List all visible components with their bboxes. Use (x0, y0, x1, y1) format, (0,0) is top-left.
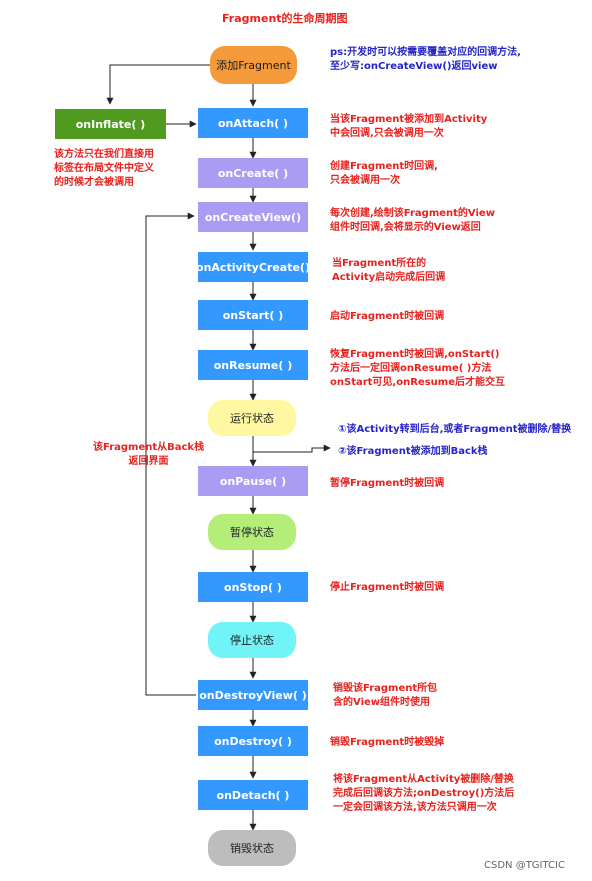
note-oncreate: 创建Fragment时回调, 只会被调用一次 (330, 160, 438, 188)
note-oncreateview: 每次创建,绘制该Fragment的View 组件时回调,会将显示的View返回 (330, 207, 495, 235)
onactivitycreate-node: onActivityCreate() (196, 252, 310, 282)
note-oninflate-line: 标签在布局文件中定义 (54, 163, 154, 174)
paused-state-node: 暂停状态 (208, 514, 296, 550)
note-onattach-line: 中会回调,只会被调用一次 (330, 128, 444, 139)
onpause-node: onPause( ) (198, 466, 308, 496)
arrow-backstack-loop (145, 212, 196, 696)
note-backstack-return: 该Fragment从Back栈 返回界面 (93, 441, 204, 469)
diagram-title: Fragment的生命周期图 (222, 12, 348, 25)
note-oncreateview-line: 组件时回调,会将显示的View返回 (330, 222, 481, 233)
note-pause-reason-line: ①该Activity转到后台,或者Fragment被删除/替换 (338, 424, 572, 435)
ondestroy-node: onDestroy( ) (198, 726, 308, 756)
note-oncreateview-line: 每次创建,绘制该Fragment的View (330, 208, 495, 219)
note-ondetach: 将该Fragment从Activity被删除/替换 完成后回调该方法;onDes… (333, 773, 514, 815)
note-onattach-line: 当该Fragment被添加到Activity (330, 114, 488, 125)
note-onpause: 暂停Fragment时被回调 (330, 477, 444, 491)
oninflate-node: onInflate( ) (55, 109, 166, 139)
note-onstop: 停止Fragment时被回调 (330, 581, 444, 595)
ondetach-node: onDetach( ) (198, 780, 308, 810)
oncreateview-node: onCreateView() (198, 202, 308, 232)
note-add: ps:开发时可以按需要覆盖对应的回调方法, 至少写:onCreateView()… (330, 46, 521, 74)
note-ondestroyview: 销毁该Fragment所包 含的View组件时使用 (333, 682, 437, 710)
running-state-node: 运行状态 (208, 400, 296, 436)
note-oninflate-line: 的时候才会被调用 (54, 177, 134, 188)
note-onresume-line: 恢复Fragment时被回调,onStart() (330, 349, 500, 360)
note-add-line: 至少写:onCreateView()返回view (330, 61, 498, 72)
destroyed-state-node: 销毁状态 (208, 830, 296, 866)
note-ondestroyview-line: 销毁该Fragment所包 (333, 683, 438, 694)
note-onstop-line: 停止Fragment时被回调 (330, 582, 445, 593)
note-ondestroyview-line: 含的View组件时使用 (333, 697, 431, 708)
note-ondestroy: 销毁Fragment时被毁掉 (330, 736, 444, 750)
note-onstart: 启动Fragment时被回调 (330, 310, 444, 324)
arrow-pause-branch (253, 444, 331, 453)
note-onactivitycreate-line: Activity启动完成后回调 (332, 272, 446, 283)
note-onresume-line: 方法后一定回调onResume( )方法 (330, 363, 492, 374)
note-ondetach-line: 将该Fragment从Activity被删除/替换 (333, 774, 514, 785)
note-add-line: ps:开发时可以按需要覆盖对应的回调方法, (330, 47, 521, 58)
note-onresume: 恢复Fragment时被回调,onStart() 方法后一定回调onResume… (330, 348, 505, 390)
note-onpause-line: 暂停Fragment时被回调 (330, 478, 445, 489)
note-ondetach-line: 完成后回调该方法;onDestroy()方法后 (333, 788, 515, 799)
note-oncreate-line: 创建Fragment时回调, (330, 161, 438, 172)
note-ondetach-line: 一定会回调该方法,该方法只调用一次 (333, 802, 497, 813)
note-oninflate: 该方法只在我们直接用 标签在布局文件中定义 的时候才会被调用 (54, 148, 154, 190)
stopped-state-node: 停止状态 (208, 622, 296, 658)
onstop-node: onStop( ) (198, 572, 308, 602)
note-oncreate-line: 只会被调用一次 (330, 175, 400, 186)
oncreate-node: onCreate( ) (198, 158, 308, 188)
note-onattach: 当该Fragment被添加到Activity 中会回调,只会被调用一次 (330, 113, 487, 141)
onresume-node: onResume( ) (198, 350, 308, 380)
note-onactivitycreate: 当Fragment所在的 Activity启动完成后回调 (332, 257, 445, 285)
note-oninflate-line: 该方法只在我们直接用 (54, 149, 154, 160)
note-pause-reason-line: ②该Fragment被添加到Back栈 (338, 446, 488, 457)
add-fragment-node: 添加Fragment (210, 46, 297, 84)
note-backstack-line: 该Fragment从Back栈 (93, 442, 205, 453)
ondestroyview-node: onDestroyView( ) (198, 680, 308, 710)
note-pause-reason-1: ①该Activity转到后台,或者Fragment被删除/替换 (338, 423, 571, 437)
onattach-node: onAttach( ) (198, 108, 308, 138)
watermark: CSDN @TGITCIC (484, 860, 565, 871)
note-onstart-line: 启动Fragment时被回调 (330, 311, 445, 322)
arrow-add-to-inflate (106, 64, 210, 105)
note-ondestroy-line: 销毁Fragment时被毁掉 (330, 737, 445, 748)
note-onresume-line: onStart可见,onResume后才能交互 (330, 377, 505, 388)
note-pause-reason-2: ②该Fragment被添加到Back栈 (338, 445, 488, 459)
onstart-node: onStart( ) (198, 300, 308, 330)
note-onactivitycreate-line: 当Fragment所在的 (332, 258, 427, 269)
note-backstack-line: 返回界面 (128, 456, 169, 467)
